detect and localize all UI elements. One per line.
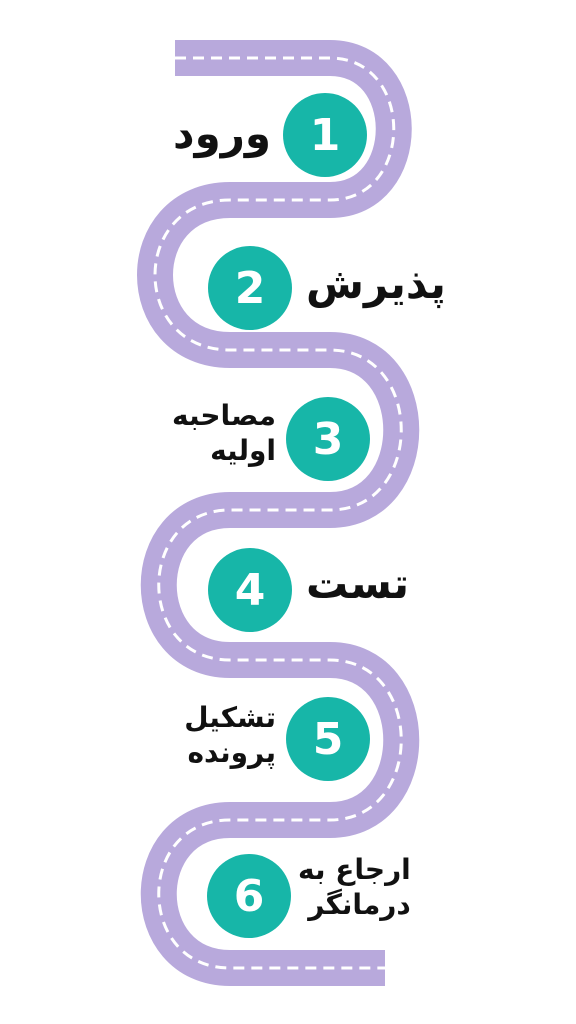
step-3-label-line-2: اولیه	[210, 434, 276, 467]
step-2-label: پذیرش	[306, 258, 446, 311]
step-3-badge: 3	[286, 397, 370, 481]
step-1-badge: 1	[283, 93, 367, 177]
step-1-label-line-1: ورود	[173, 109, 271, 158]
step-5-label-line-1: تشکیل	[184, 701, 276, 734]
step-6-number: 6	[233, 870, 265, 922]
step-3-number: 3	[312, 413, 344, 465]
step-3-label: مصاحبه اولیه	[172, 398, 276, 468]
step-5-label: تشکیل پرونده	[184, 700, 276, 770]
step-4-label: تست	[306, 558, 409, 611]
step-6-label-line-1: ارجاع به	[298, 853, 411, 886]
step-2-badge: 2	[208, 246, 292, 330]
step-1-label: ورود	[173, 108, 271, 161]
step-5-label-line-2: پرونده	[187, 736, 276, 769]
road-center-dashes	[153, 56, 403, 970]
step-4-badge: 4	[208, 548, 292, 632]
step-4-label-line-1: تست	[306, 559, 409, 608]
step-2-label-line-1: پذیرش	[306, 259, 446, 308]
step-6-badge: 6	[207, 854, 291, 938]
step-5-number: 5	[312, 713, 344, 765]
step-6-label-line-2: درمانگر	[308, 888, 411, 921]
step-5-badge: 5	[286, 697, 370, 781]
step-6-label: ارجاع به درمانگر	[298, 852, 411, 922]
step-2-number: 2	[234, 262, 266, 314]
step-1-number: 1	[309, 109, 341, 161]
step-4-number: 4	[234, 564, 266, 616]
step-3-label-line-1: مصاحبه	[171, 399, 276, 432]
